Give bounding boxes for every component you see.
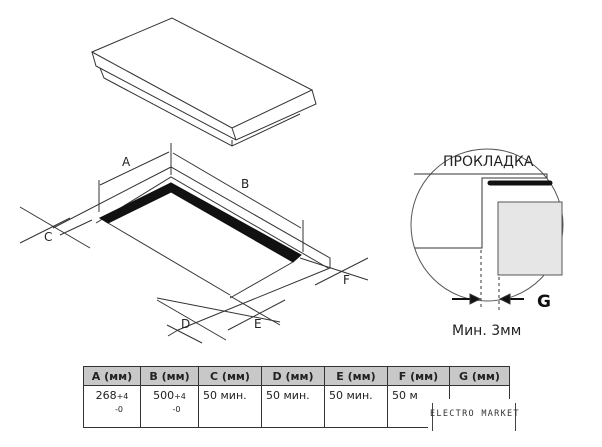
cell-e: 50 мин. — [324, 385, 388, 428]
cell-d: 50 мин. — [261, 385, 325, 428]
gasket-detail: ПРОКЛАДКА G Мин. 3мм — [410, 148, 564, 339]
cell-a: 268+4-0 — [83, 385, 141, 428]
label-a: A — [122, 155, 131, 169]
dimensions-table: A (мм) B (мм) C (мм) D (мм) E (мм) F (мм… — [83, 366, 510, 428]
hob-drawing — [90, 17, 317, 147]
label-f: F — [343, 273, 350, 287]
cell-b: 500+4-0 — [140, 385, 199, 428]
watermark-logo: ELECTRO MARKET — [428, 399, 520, 435]
label-c: C — [44, 230, 52, 244]
header-b: B (мм) — [140, 366, 199, 386]
label-d: D — [181, 317, 190, 331]
header-d: D (мм) — [261, 366, 325, 386]
cell-c: 50 мин. — [198, 385, 262, 428]
table-header-row: A (мм) B (мм) C (мм) D (мм) E (мм) F (мм… — [83, 366, 510, 386]
gasket-label: ПРОКЛАДКА — [443, 154, 534, 170]
countertop-cutout-drawing — [19, 143, 369, 344]
header-g: G (мм) — [449, 366, 510, 386]
label-e: E — [254, 317, 262, 331]
min-gap-label: Мин. 3мм — [452, 323, 521, 339]
header-f: F (мм) — [387, 366, 450, 386]
header-c: C (мм) — [198, 366, 262, 386]
label-g: G — [537, 292, 551, 312]
label-b: B — [241, 177, 249, 191]
header-e: E (мм) — [324, 366, 388, 386]
header-a: A (мм) — [83, 366, 141, 386]
dimension-labels: A B C D E F — [44, 155, 350, 331]
